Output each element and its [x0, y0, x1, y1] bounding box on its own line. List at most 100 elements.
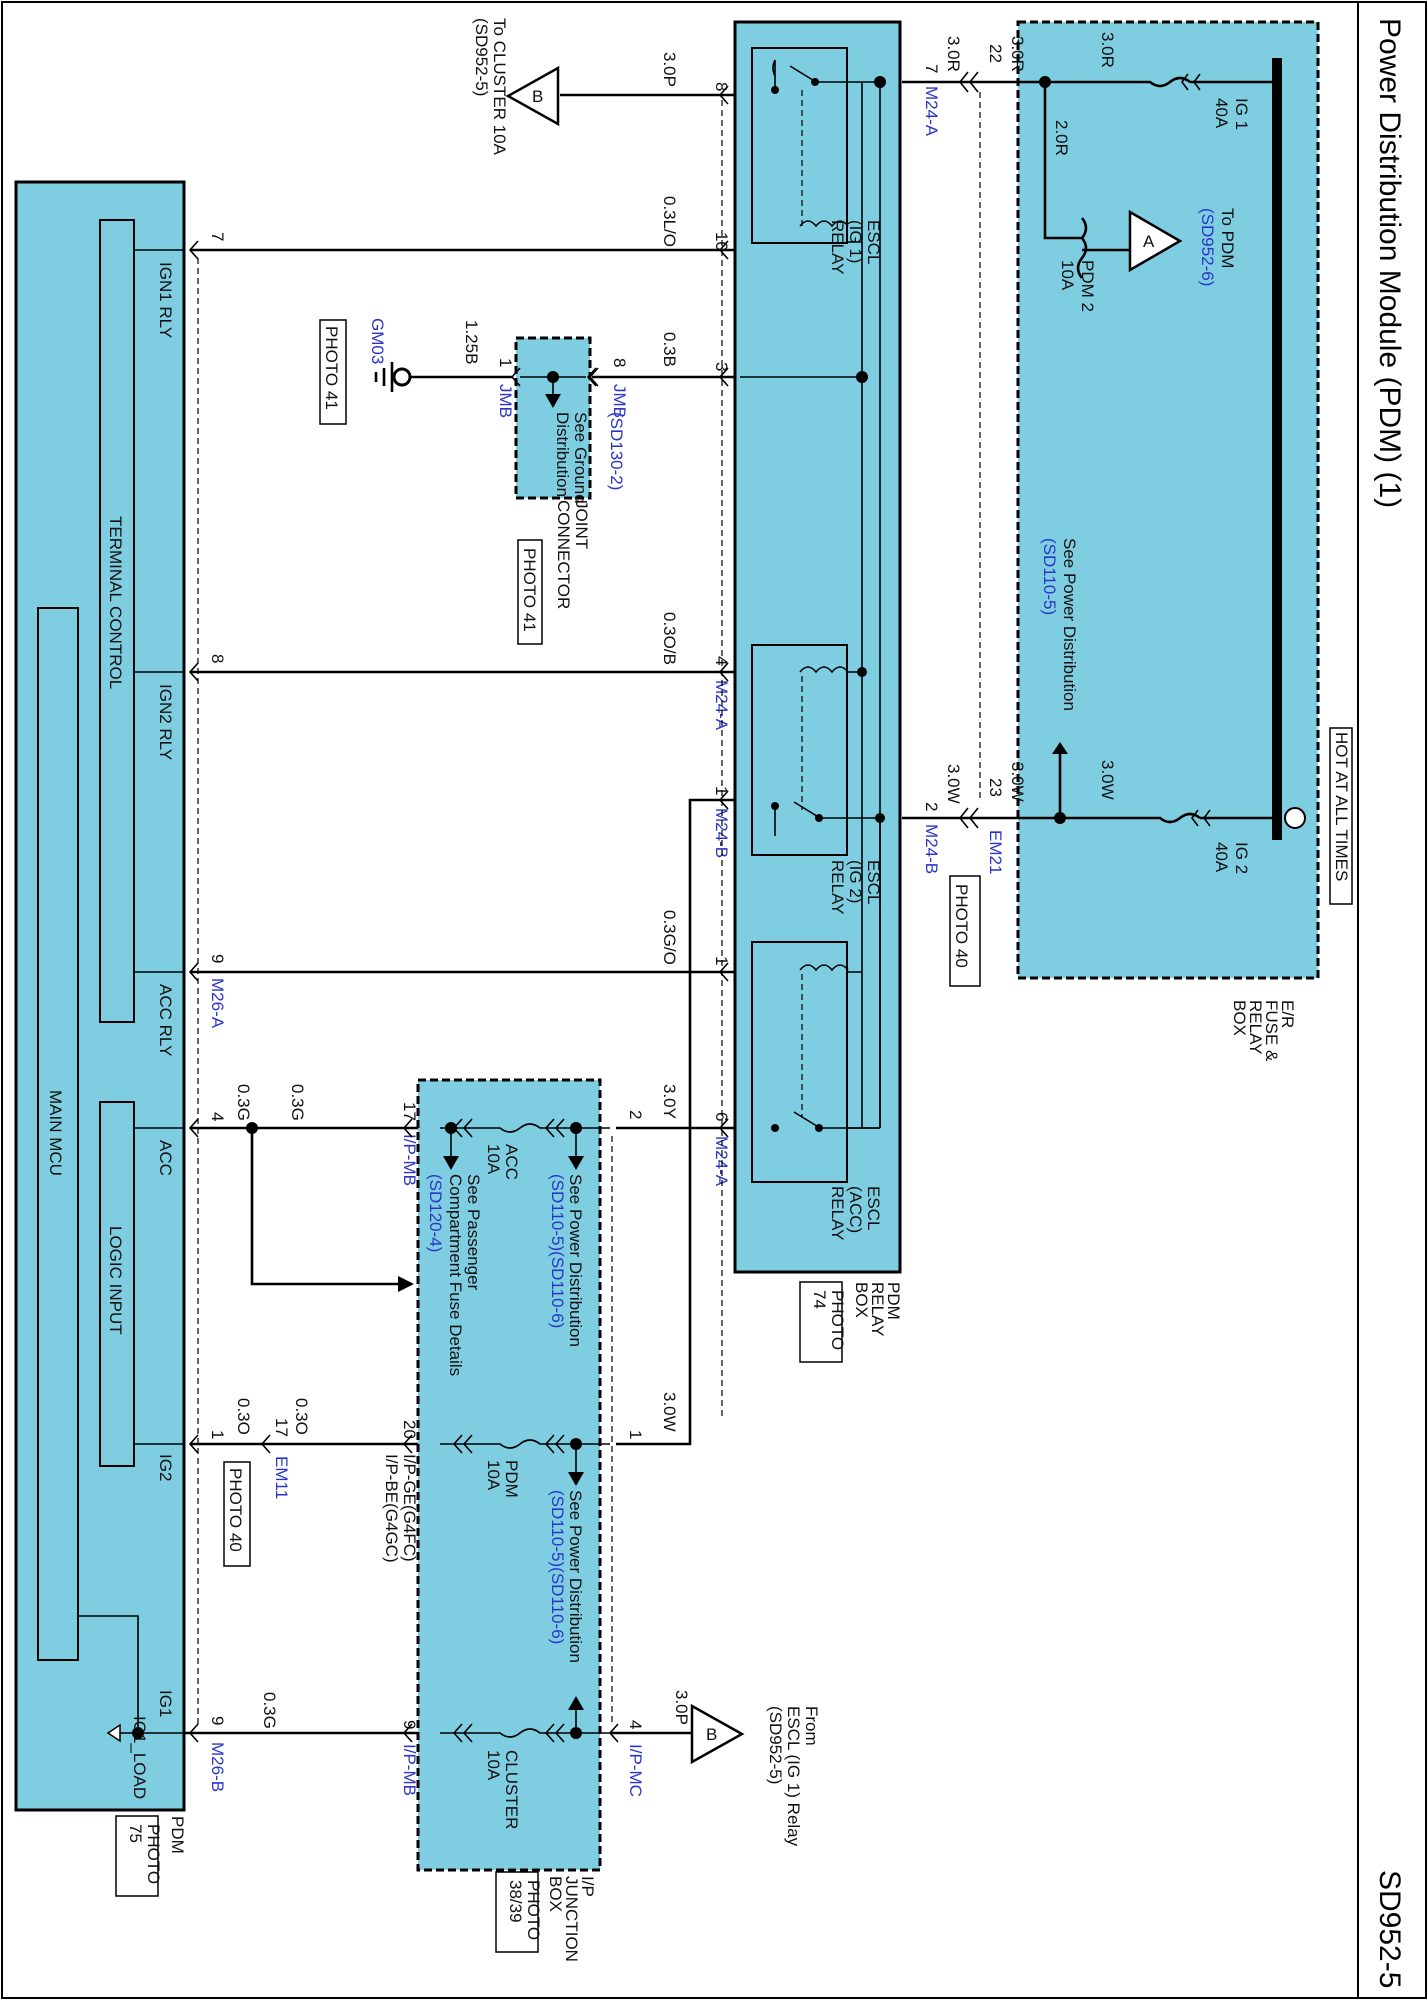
relay-acc-label-3: RELAY: [828, 1186, 847, 1241]
fuse-cluster-rating: 10A: [484, 1750, 503, 1781]
see-power-dist-pdm-ref: (SD110-5)(SD110-6): [548, 1490, 567, 1644]
wire-2.0R: 2.0R: [1052, 120, 1071, 156]
relay-ig2-label-2: (IG 2): [846, 860, 865, 903]
conn-em11: EM11: [272, 1456, 291, 1499]
see-ground-1: See Ground: [571, 412, 590, 504]
pin-20-ip: 20: [400, 1420, 419, 1439]
pin-1-jmb: 1: [496, 358, 515, 367]
see-power-dist-acc: See Power Distribution: [566, 1174, 585, 1347]
relay-ig2-label-1: ESCL: [864, 860, 883, 904]
pdm-photo-2: 75: [126, 1824, 145, 1843]
terminal-control-block: [99, 219, 135, 1023]
er-box-label-4: BOX: [1230, 1000, 1249, 1036]
wire-3.0W-d: 3.0W: [660, 1392, 679, 1432]
wire-3.0R-b: 3.0R: [1008, 36, 1027, 72]
wire-0.3O-b: 0.3O: [234, 1398, 253, 1435]
pin-4-pdm: 4: [208, 1112, 227, 1121]
see-passenger-ref: (SD120-4): [426, 1174, 445, 1252]
see-power-dist-acc-ref: (SD110-5)(SD110-6): [548, 1174, 567, 1328]
page-id: SD952-5: [1373, 1870, 1406, 1988]
wire-0.3GO: 0.3G/O: [660, 910, 679, 965]
conn-ipmb-acc: I/P-MB: [400, 1134, 419, 1186]
wire-3.0R-a: 3.0R: [1098, 32, 1117, 68]
see-ground-2: Distribution: [553, 412, 572, 497]
hot-terminal: [1284, 807, 1306, 829]
joint-photo: PHOTO 41: [520, 548, 539, 632]
em11-photo: PHOTO 40: [226, 1468, 245, 1552]
pdm-ign1-label: IGN1 RLY: [156, 262, 175, 338]
wire-3.0P-b: 3.0P: [672, 1690, 691, 1725]
wire-0.3O-a: 0.3O: [292, 1398, 311, 1435]
main-mcu-label: MAIN MCU: [46, 1090, 65, 1176]
fuse-pdm2-rating: 10A: [1058, 260, 1077, 291]
pdm-relay-photo-2: 74: [810, 1290, 829, 1309]
see-passenger-2: Compartment Fuse Details: [446, 1174, 465, 1376]
to-cluster-2: (SD952-5): [472, 18, 491, 96]
offpage-a-triangle: [1128, 209, 1183, 273]
conn-em21: EM21: [986, 830, 1005, 874]
pin-8-jmb: 8: [610, 358, 629, 367]
fuse-bus-bar: [1272, 58, 1282, 840]
ip-box-label-3: BOX: [546, 1876, 565, 1912]
pdm-ig2-label: IG2: [156, 1454, 175, 1481]
er-box-label-1: E/R: [1278, 1000, 1297, 1028]
joint-connector: [514, 336, 592, 500]
see-passenger-1: See Passenger: [464, 1174, 483, 1291]
pdm-acc-rly-label: ACC RLY: [156, 984, 175, 1056]
see-ground-ref: (SD130-2): [607, 412, 626, 490]
escl-ig1-relay: [751, 47, 848, 244]
fuse-ig1-name: IG 1: [1232, 98, 1251, 130]
conn-gm03: GM03: [368, 318, 387, 364]
relay-acc-label-2: (ACC): [846, 1186, 865, 1233]
pin-8-relay: 8: [712, 82, 731, 91]
pin-7-pdm: 7: [208, 232, 227, 241]
fuse-ig1-rating: 40A: [1212, 98, 1231, 129]
conn-ipbe: I/P-BE(G4GC): [382, 1454, 401, 1563]
logic-input-label: LOGIC INPUT: [106, 1226, 125, 1335]
conn-ipmc: I/P-MC: [626, 1744, 645, 1797]
fuse-acc-name: ACC: [502, 1144, 521, 1180]
logic-input-block: [99, 1101, 135, 1467]
er-box-label-3: RELAY: [1246, 1000, 1265, 1055]
wire-3.0W-b: 3.0W: [1008, 762, 1027, 802]
terminal-control-label: TERMINAL CONTROL: [106, 516, 125, 689]
conn-jmb-right: JMB: [610, 384, 629, 418]
conn-m24a-top: M24-A: [922, 86, 941, 137]
relay-ig1-label-1: ESCL: [864, 220, 883, 264]
main-mcu-block: [37, 607, 79, 1661]
conn-m24b-top: M24-B: [922, 824, 941, 874]
pin-4-ip: 4: [626, 1720, 645, 1729]
from-escl-3: (SD952-5): [766, 1706, 785, 1784]
pin-22: 22: [986, 44, 1005, 63]
ip-box-label-1: I/P: [578, 1876, 597, 1897]
relay-acc-label-1: ESCL: [864, 1186, 883, 1230]
pdm-acc-label: ACC: [156, 1140, 175, 1176]
pin-9-pdm: 9: [208, 954, 227, 963]
fuse-pdm-rating: 10A: [484, 1460, 503, 1491]
conn-ipge: I/P-GE(G4FC): [400, 1454, 419, 1562]
pdm-relay-photo-1: PHOTO: [828, 1290, 847, 1350]
wire-3.0Y: 3.0Y: [660, 1084, 679, 1119]
conn-m26a: M26-A: [208, 978, 227, 1029]
wire-0.3B: 0.3B: [660, 332, 679, 367]
fuse-ig2-name: IG 2: [1232, 842, 1251, 874]
page-title: Power Distribution Module (PDM) (1): [1373, 18, 1406, 508]
fuse-ig2-rating: 40A: [1212, 842, 1231, 873]
pdm-photo-1: PHOTO: [144, 1824, 163, 1884]
er-box-label-2: FUSE &: [1262, 1000, 1281, 1062]
see-power-dist-pdm: See Power Distribution: [566, 1490, 585, 1663]
pin-1-ip: 1: [626, 1430, 645, 1439]
to-pdm-ref: (SD952-6): [1198, 208, 1217, 286]
pin-8-pdm: 8: [208, 654, 227, 663]
fuse-cluster-name: CLUSTER: [502, 1750, 521, 1829]
ip-photo-1: PHOTO: [524, 1880, 543, 1940]
pin-1-pdm: 1: [208, 1430, 227, 1439]
offpage-a-letter: A: [1143, 232, 1155, 251]
wire-3.0P-a: 3.0P: [660, 52, 679, 87]
pdm-relay-box-label-2: RELAY: [868, 1282, 887, 1337]
pdm-relay-box-label-1: PDM: [884, 1282, 903, 1320]
joint-connector-2: CONNECTOR: [554, 500, 573, 609]
offpage-b-triangle-top: [505, 65, 560, 127]
escl-acc-relay: [751, 941, 848, 1183]
